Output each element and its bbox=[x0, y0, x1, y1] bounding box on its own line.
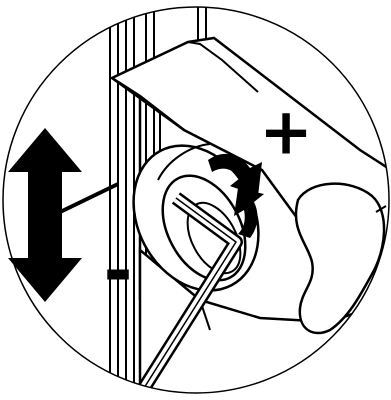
plus-sign-label: + bbox=[259, 96, 313, 170]
minus-sign-label: - bbox=[103, 230, 132, 312]
